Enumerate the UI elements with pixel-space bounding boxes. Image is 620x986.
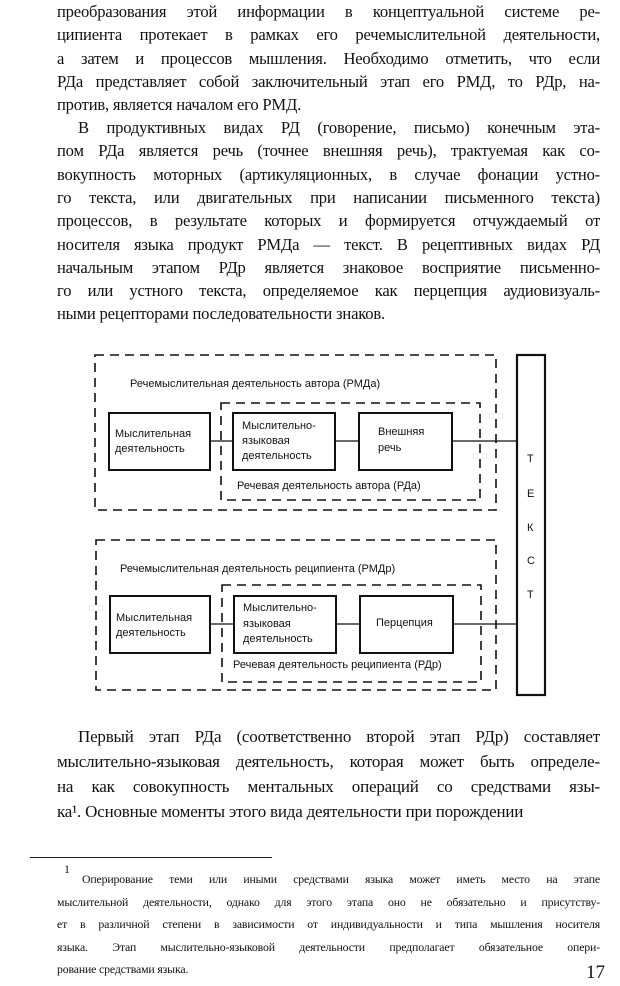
recipient-outer-label: Речемыслительная деятельность реципиента… — [120, 563, 395, 575]
page-number: 17 — [586, 962, 605, 983]
text-bar-letter: С — [527, 555, 535, 567]
text-line: на как совокупность ментальных операций … — [57, 777, 600, 796]
text-line: го или устного текста, определяемое как … — [57, 281, 600, 301]
box-label: Мыслительная — [116, 612, 192, 624]
text-line: ка¹. Основные моменты этого вида деятель… — [57, 802, 524, 821]
text-bar-letter: Т — [527, 453, 534, 465]
text-line: а затем и процессов мышления. Необходимо… — [57, 48, 600, 68]
box-label: Перцепция — [376, 617, 433, 629]
author-inner-frame — [220, 402, 481, 501]
footnote-line: Оперирование теми или иными средствами я… — [82, 872, 600, 886]
text-line: начальным этапом РДр является знаковое в… — [57, 257, 600, 277]
box-label: деятельность — [243, 633, 313, 645]
author-inner-label: Речевая деятельность автора (РДа) — [237, 480, 421, 492]
text-line: вокупность моторных (артикуляционных, в … — [57, 164, 600, 184]
box-label: деятельность — [242, 450, 312, 462]
text-line: против, является началом его РМД. — [57, 95, 302, 115]
recipient-box-thought-language — [233, 595, 337, 654]
author-box-thought-language — [232, 412, 336, 471]
box-label: Мыслительная — [115, 428, 191, 440]
author-outer-frame — [94, 354, 497, 511]
box-label: Внешняя — [378, 426, 424, 438]
text-line: РДа представляет собой заключительный эт… — [57, 71, 600, 91]
recipient-inner-frame — [221, 584, 482, 683]
footnote-line: ет в различной степени в зависимости от … — [57, 917, 600, 931]
text-line: процессов, в результате которых и формир… — [57, 211, 600, 231]
footnote-line: языка. Этап мыслительно-языковой деятель… — [57, 939, 600, 954]
text-bar-letter: Е — [527, 488, 534, 500]
box-label: деятельность — [116, 627, 186, 639]
box-label: Мыслительно- — [243, 602, 317, 614]
text-bar-letter: К — [527, 522, 534, 534]
box-label: Мыслительно- — [242, 420, 316, 432]
box-label: речь — [378, 442, 402, 454]
text-line: преобразования этой информации в концепт… — [57, 2, 600, 21]
text-line: ными рецепторами последовательности знак… — [57, 304, 385, 324]
box-label: языковая — [242, 435, 290, 447]
recipient-outer-frame — [95, 539, 497, 691]
footnote-marker: 1 — [64, 862, 70, 876]
text-bar — [515, 353, 547, 697]
author-outer-label: Речемыслительная деятельность автора (РМ… — [130, 378, 380, 390]
text-line: пом РДа является речь (точнее внешняя ре… — [57, 141, 600, 161]
text-line: В продуктивных видах РД (говорение, пись… — [78, 118, 600, 137]
footnote-divider — [30, 857, 272, 858]
text-bar-letter: Т — [527, 589, 534, 601]
text-line: Первый этап РДа (соответственно второй э… — [78, 727, 600, 746]
author-box-thinking — [108, 412, 211, 471]
box-label: деятельность — [115, 443, 185, 455]
text-line: ципиента протекает в рамках его речемысл… — [57, 25, 600, 45]
recipient-inner-label: Речевая деятельность реципиента (РДр) — [233, 659, 442, 671]
box-label: языковая — [243, 618, 291, 630]
footnote-line: рование средствами языка. — [57, 962, 189, 976]
text-line: мыслительно-языковая деятельность, котор… — [57, 752, 600, 771]
recipient-box-perception — [359, 595, 454, 654]
author-box-external-speech — [358, 412, 453, 471]
text-line: го текста, или двигательных при написани… — [57, 187, 600, 207]
footnote-line: мыслительной деятельности, однако для эт… — [57, 894, 600, 909]
text-line: носителя языка продукт РМДа — текст. В р… — [57, 234, 600, 254]
recipient-box-thinking — [109, 595, 211, 654]
